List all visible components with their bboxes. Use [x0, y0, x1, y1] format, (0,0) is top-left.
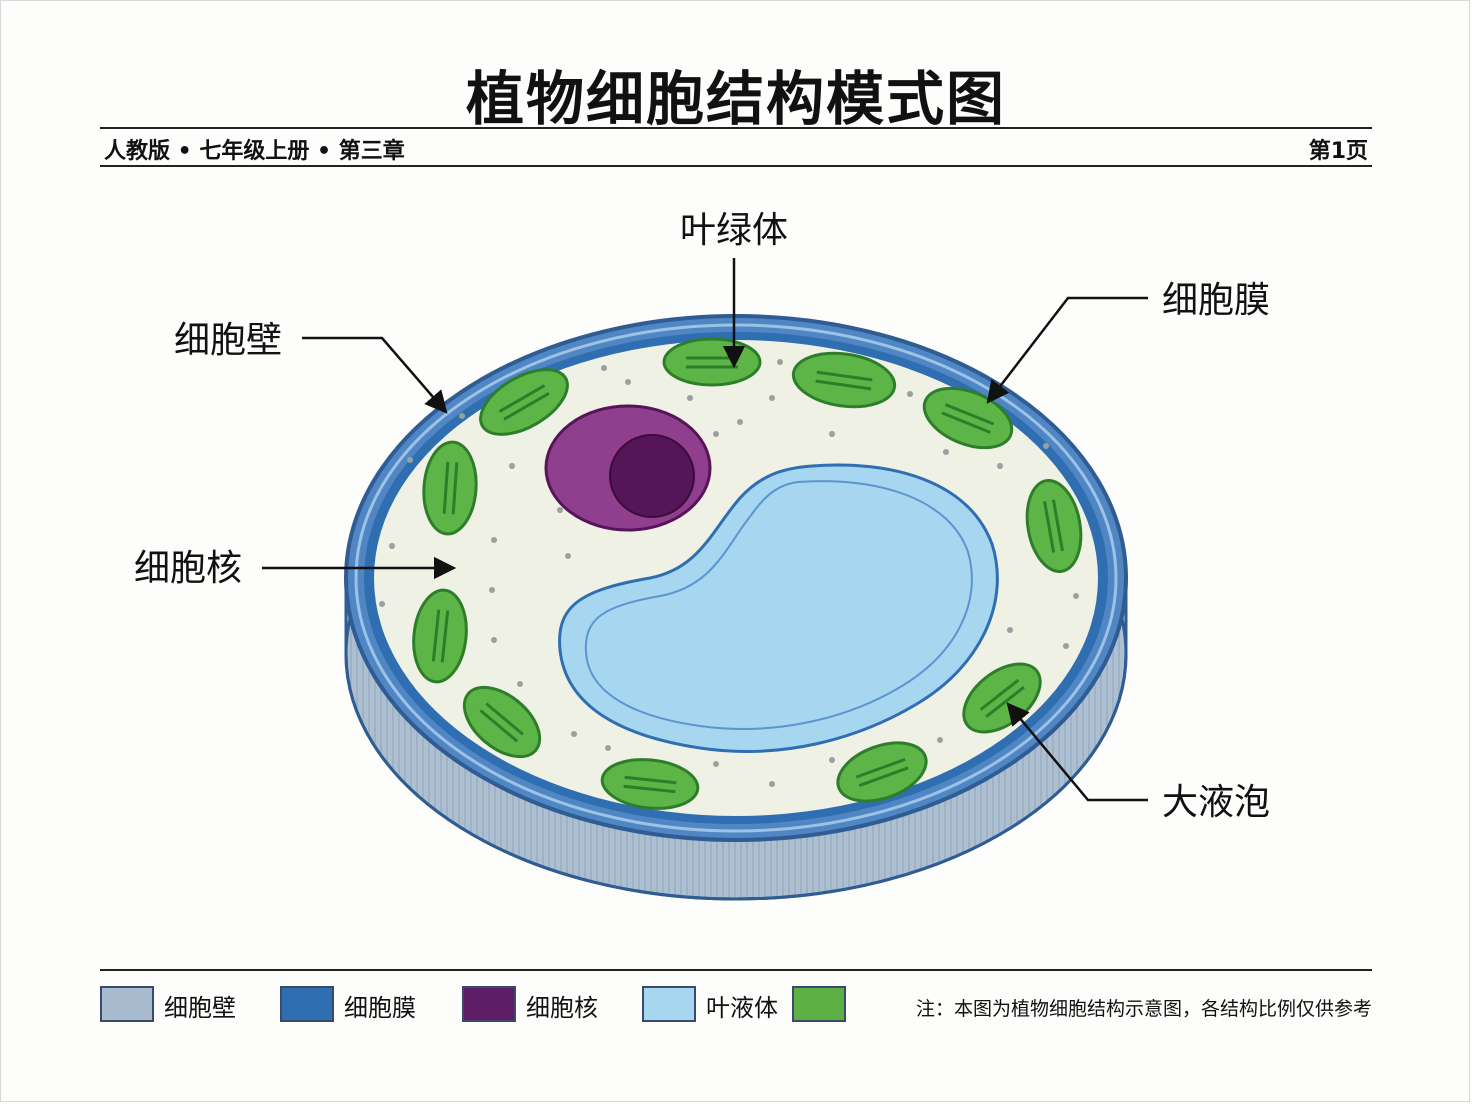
chloroplast	[600, 758, 700, 810]
label-nucleus: 细胞核	[134, 548, 457, 589]
label-cell-wall-text: 细胞壁	[174, 320, 282, 361]
page-number: 第1页	[1308, 139, 1368, 164]
leader-arrow	[1006, 702, 1148, 802]
chloroplast	[1025, 478, 1083, 574]
label-cell-wall: 细胞壁	[174, 320, 448, 414]
label-vacuole: 大液泡	[1006, 702, 1270, 823]
cytoplasm-granules	[379, 359, 1079, 787]
leader-arrow	[302, 336, 448, 414]
label-cell-membrane-text: 细胞膜	[1162, 280, 1270, 321]
legend-swatch-nucleus	[462, 986, 516, 1022]
legend: 细胞壁 细胞膜 细胞核 叶液体 注：本图为植物细胞结构示意图，各结构比例仅供参考	[100, 986, 1372, 1026]
chloroplast	[662, 337, 762, 387]
legend-swatch-cell-wall	[100, 986, 154, 1022]
header-bottom-rule	[100, 165, 1372, 167]
plant-cell-diagram: 叶绿体 细胞膜 细胞壁 细胞核 大液泡	[134, 210, 1270, 901]
subtitle-left: 人教版 • 七年级上册 • 第三章	[104, 139, 405, 164]
legend-swatch-vacuole	[642, 986, 696, 1022]
legend-label-vacuole: 叶液体	[706, 994, 778, 1022]
legend-label-nucleus: 细胞核	[526, 994, 598, 1022]
label-chloroplast: 叶绿体	[680, 210, 788, 369]
legend-label-cell-membrane: 细胞膜	[344, 994, 416, 1022]
header-top-rule	[100, 127, 1372, 129]
chloroplast	[462, 685, 542, 759]
nucleus	[544, 404, 712, 532]
legend-label-cell-wall: 细胞壁	[164, 994, 236, 1022]
chloroplast	[836, 741, 928, 803]
label-nucleus-text: 细胞核	[134, 548, 242, 589]
label-cell-membrane: 细胞膜	[986, 280, 1270, 404]
chloroplast	[422, 440, 478, 536]
page-title: 植物细胞结构模式图	[465, 65, 1006, 133]
legend-swatch-cell-membrane	[280, 986, 334, 1022]
chloroplast	[791, 351, 897, 409]
legend-rule	[100, 969, 1372, 971]
legend-swatch-chloroplast	[792, 986, 846, 1022]
label-chloroplast-text: 叶绿体	[680, 210, 788, 251]
legend-note: 注：本图为植物细胞结构示意图，各结构比例仅供参考	[915, 998, 1372, 1020]
chloroplast	[412, 588, 468, 684]
leader-arrow	[986, 296, 1148, 404]
chloroplast	[479, 368, 569, 436]
vacuole	[558, 463, 999, 753]
label-vacuole-text: 大液泡	[1162, 782, 1270, 823]
